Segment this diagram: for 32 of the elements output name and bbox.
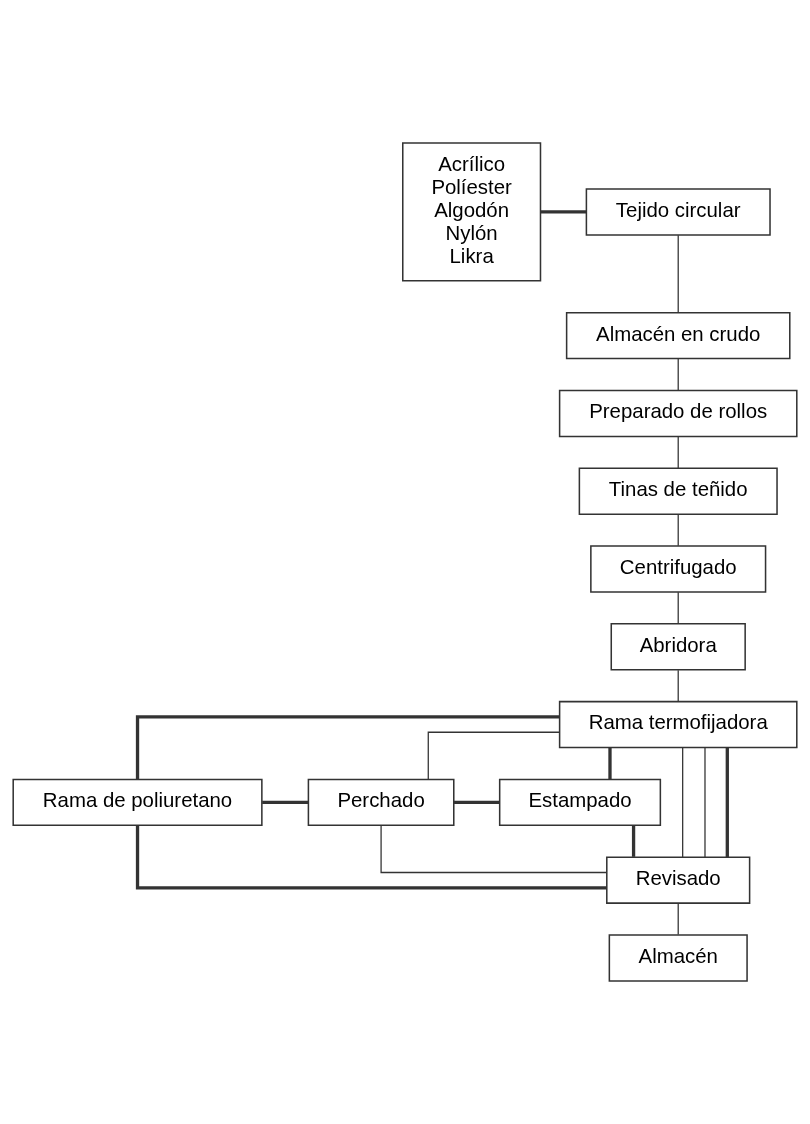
connector (380, 824, 608, 874)
connector (135, 715, 560, 779)
connector (677, 436, 679, 469)
node-box: Tinas de teñido (578, 467, 778, 515)
connector (725, 747, 729, 858)
node-box: Acrílico Políester Algodón Nylón Likra (402, 142, 542, 282)
node-box: Estampado (498, 778, 662, 827)
connector (682, 746, 684, 858)
connector (631, 825, 636, 857)
connector (677, 358, 679, 391)
connector (704, 746, 706, 858)
connector (677, 669, 679, 702)
connector (608, 747, 612, 780)
connector (677, 902, 679, 936)
node-box: Almacén en crudo (565, 311, 791, 360)
node-box: Rama de poliuretano (12, 778, 263, 827)
connector (262, 800, 309, 805)
node-box: Preparado de rollos (558, 389, 798, 438)
node-box: Centrifugado (590, 545, 767, 593)
node-box: Rama termofijadora (558, 700, 798, 749)
connector (454, 800, 500, 805)
connector (427, 731, 561, 781)
connector (135, 825, 607, 890)
connector (677, 234, 679, 314)
connector (541, 210, 587, 214)
node-box: Abridora (610, 623, 746, 671)
node-box: Almacén (608, 934, 748, 982)
node-box: Perchado (307, 778, 455, 827)
connector (677, 591, 679, 625)
connector (677, 513, 679, 547)
node-box: Revisado (606, 856, 751, 904)
node-box: Tejido circular (585, 188, 771, 236)
